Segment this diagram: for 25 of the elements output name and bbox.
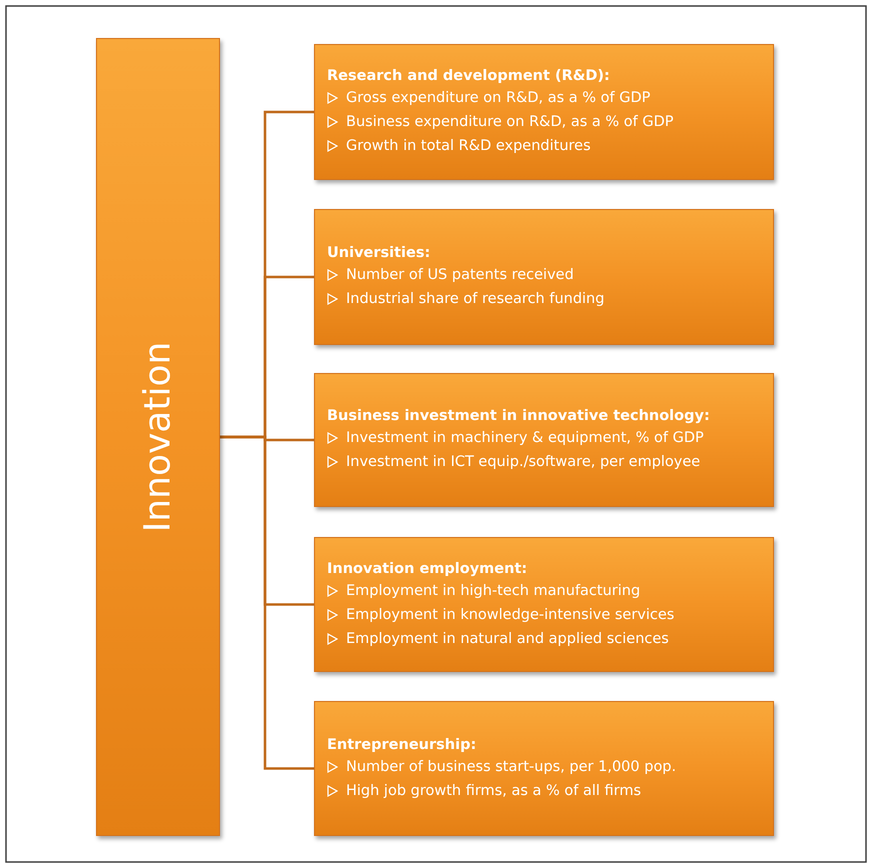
indicator-text: Investment in machinery & equipment, % of GDP bbox=[346, 429, 704, 448]
indicator-text: Number of business start-ups, per 1,000 pop. bbox=[346, 758, 676, 776]
box-heading: Universities: bbox=[327, 244, 432, 263]
connector-line bbox=[220, 436, 314, 770]
indicator-text: Employment in natural and applied sciences bbox=[346, 630, 669, 648]
indicator-text: Number of US patents received bbox=[346, 266, 574, 285]
box-heading: Research and development (R&D): bbox=[327, 67, 611, 86]
indicator-text: Growth in total R&D expenditures bbox=[346, 137, 591, 156]
indicator-text: Gross expenditure on R&D, as a % of GDP bbox=[346, 89, 650, 108]
indicator-box bbox=[314, 44, 774, 180]
indicator-text: Employment in high-tech manufacturing bbox=[346, 582, 640, 600]
indicator-text: High job growth firms, as a % of all firms bbox=[346, 782, 642, 800]
box-heading: Innovation employment: bbox=[327, 560, 528, 578]
indicator-box bbox=[314, 373, 774, 507]
indicator-box bbox=[314, 701, 774, 836]
indicator-text: Employment in knowledge-intensive services bbox=[346, 606, 674, 624]
indicator-text: Business expenditure on R&D, as a % of GDP bbox=[346, 113, 674, 132]
category-title: Innovation bbox=[138, 342, 178, 532]
indicator-box bbox=[314, 537, 774, 672]
indicator-text: Investment in ICT equip./software, per employee bbox=[346, 453, 700, 472]
box-heading: Entrepreneurship: bbox=[327, 736, 478, 754]
box-heading: Business investment in innovative technology: bbox=[327, 407, 711, 426]
indicator-box bbox=[314, 209, 774, 345]
category-box bbox=[96, 38, 220, 836]
indicator-text: Industrial share of research funding bbox=[346, 290, 604, 309]
